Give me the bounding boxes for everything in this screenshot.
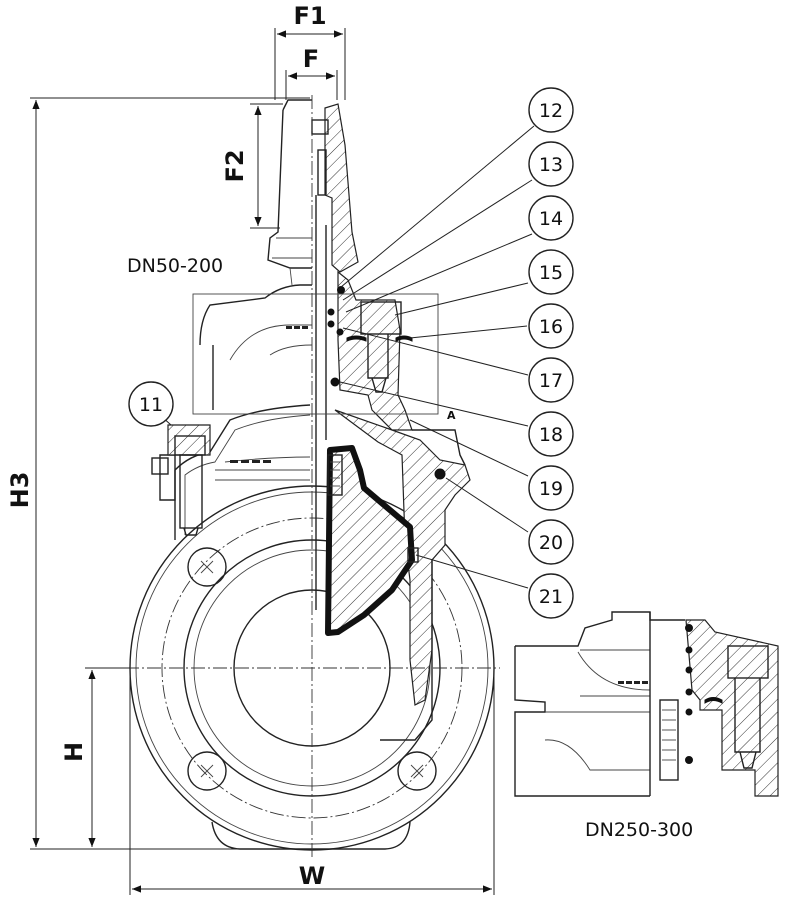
callout-11: 11 (128, 381, 174, 427)
callout-13: 13 (528, 141, 574, 187)
callout-21: 21 (528, 573, 574, 619)
svg-text:18: 18 (539, 424, 563, 446)
callout-19: 19 (528, 465, 574, 511)
dimension-label-f: F (303, 45, 319, 73)
callout-14: 14 (528, 195, 574, 241)
svg-text:14: 14 (539, 208, 563, 230)
svg-text:16: 16 (539, 316, 563, 338)
detail-bolt-dashes (618, 681, 648, 684)
callout-leaders (159, 125, 535, 589)
dimension-label-w: W (299, 862, 325, 890)
bolt-hole-top-left (187, 547, 227, 587)
detail-view-bonnet (514, 611, 779, 797)
dimension-label-h: H (60, 742, 88, 762)
detail-range-caption: DN250-300 (585, 819, 693, 841)
dimension-label-f2: F2 (221, 149, 249, 182)
bolt-hole-bottom-right (397, 751, 437, 791)
callout-15: 15 (528, 249, 574, 295)
callout-18: 18 (528, 411, 574, 457)
callout-20: 20 (528, 519, 574, 565)
bolt-hole-bottom-left (187, 751, 227, 791)
callout-17: 17 (528, 357, 574, 403)
nut-dash-row (230, 460, 271, 463)
valve-body-view (125, 95, 500, 860)
dimension-f1: F1 (274, 2, 346, 100)
wedge-nut-lines (330, 461, 340, 487)
svg-text:15: 15 (539, 262, 563, 284)
dimension-h3: H3 (6, 97, 310, 850)
callout-16: 16 (528, 303, 574, 349)
svg-text:20: 20 (539, 532, 563, 554)
svg-text:19: 19 (539, 478, 563, 500)
svg-text:21: 21 (539, 586, 563, 608)
svg-text:12: 12 (539, 100, 563, 122)
detail-marker-label: A (447, 409, 456, 422)
svg-text:17: 17 (539, 370, 563, 392)
dimension-h: H (60, 667, 130, 847)
body-bolt (151, 424, 211, 536)
dimension-label-h3: H3 (6, 472, 34, 509)
dimension-f2: F2 (221, 103, 283, 229)
svg-text:11: 11 (139, 394, 163, 416)
dimension-f: F (285, 45, 338, 100)
main-range-caption: DN50-200 (127, 255, 223, 277)
callout-12: 12 (528, 87, 574, 133)
bonnet-bolt-dashes (286, 326, 308, 329)
detail-stem-threads (662, 709, 676, 761)
dimension-w: W (129, 668, 495, 895)
dimension-label-f1: F1 (293, 2, 326, 30)
svg-text:13: 13 (539, 154, 563, 176)
